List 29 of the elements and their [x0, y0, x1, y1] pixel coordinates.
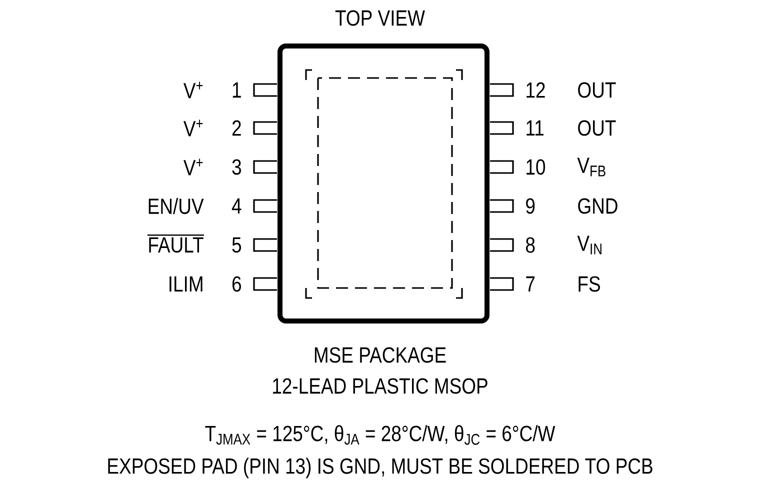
pin-name: V$^{+}$ — [184, 120, 203, 136]
pin-name: V$_{FB}$ — [577, 158, 606, 176]
pin-number: 1 — [232, 82, 241, 98]
pin-number: 3 — [232, 159, 241, 175]
pin-name: V$_{IN}$ — [577, 236, 602, 254]
pin-name: GND — [578, 198, 618, 214]
pin-number: 6 — [232, 276, 241, 292]
pin-name: FAULT — [147, 234, 204, 253]
pin-name: V$^{+}$ — [184, 158, 203, 176]
pin-number: 4 — [232, 198, 242, 214]
pin-number: 11 — [526, 120, 544, 136]
pin-name: OUT — [578, 120, 616, 136]
pin-number: 12 — [526, 82, 545, 98]
note-text: EXPOSED PAD (PIN 13) IS GND, MUST BE SOLDERED TO PCB — [108, 458, 652, 478]
note-text: MSE PACKAGE — [314, 347, 446, 363]
pin-name: ILIM — [170, 276, 202, 292]
pin-name: V$^{+}$ — [184, 82, 203, 98]
pin-number: 9 — [526, 198, 535, 214]
pin-number: 8 — [526, 237, 535, 253]
pin-number: 2 — [232, 120, 241, 136]
pin-number: 7 — [526, 276, 535, 292]
pin-name: OUT — [578, 82, 616, 98]
pin-number: 5 — [232, 237, 242, 253]
pin-name: FS — [578, 276, 600, 292]
note-text: 12-LEAD PLASTIC MSOP — [273, 378, 488, 394]
title: TOP VIEW — [335, 10, 425, 26]
pin-number: 10 — [526, 159, 546, 175]
pin-name: EN/UV — [148, 198, 204, 214]
note-text: T$_{JMAX}$ = 125°C, θ$_{JA}$ = 28°C/W, θ$_{JC}$ = 6°C/W — [205, 425, 556, 445]
